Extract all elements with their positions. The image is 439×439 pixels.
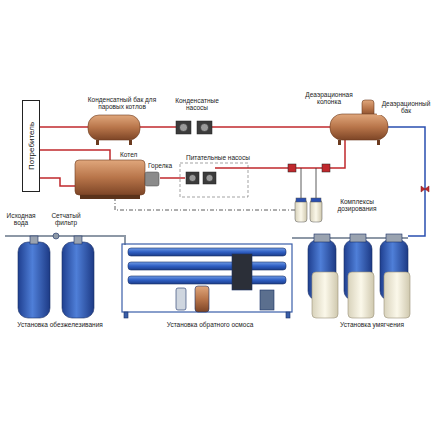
equipment-label: Комплексы дозирования: [328, 198, 386, 213]
softener-tanks-part: [386, 234, 402, 242]
dosing-line-part: [316, 168, 317, 200]
condensate-pumps-part: [197, 121, 212, 134]
dosing-tanks-part: [296, 198, 306, 202]
water-pipe-part: [388, 127, 425, 236]
reverse-osmosis-unit-part: [122, 244, 292, 312]
iron-removal-tanks-part: [30, 236, 38, 244]
equipment-label: Конденсатный бак для паровых котлов: [82, 96, 162, 111]
feed-pumps: [180, 163, 330, 197]
softener-tanks: [308, 234, 410, 318]
iron-removal-tanks-part: [53, 233, 59, 239]
reverse-osmosis-unit-part: [128, 276, 286, 284]
water-pipe: [388, 127, 425, 236]
reverse-osmosis-unit-part: [232, 254, 252, 290]
softener-tanks-part: [348, 272, 374, 318]
feed-pumps-part: [186, 172, 199, 184]
valve-part: [421, 186, 429, 192]
steam-pipes-part: [140, 126, 176, 128]
node-text: Потребитель: [27, 122, 36, 170]
unit-label: Установка обезжелезивания: [2, 321, 118, 328]
feed-pumps-part: [288, 164, 296, 172]
steam-pipes-part: [40, 150, 110, 160]
feed-pumps-part: [206, 175, 213, 182]
softener-tanks-part: [312, 272, 338, 318]
reverse-osmosis-unit-part: [286, 312, 290, 318]
iron-removal-tanks-part: [74, 236, 82, 244]
feed-pumps-part: [203, 172, 216, 184]
iron-removal-tanks-part: [62, 242, 94, 318]
equipment-label: Деаэрационная колонка: [300, 91, 358, 106]
reverse-osmosis-unit-part: [124, 312, 128, 318]
condensate-pumps-part: [176, 121, 191, 134]
reverse-osmosis-unit-part: [128, 262, 286, 270]
deaerator-part: [330, 114, 388, 140]
dosing-tanks-part: [311, 198, 321, 202]
unit-label: Установка обратного осмоса: [145, 321, 275, 328]
feed-pumps-part: [322, 164, 330, 172]
dosing-tanks: [295, 198, 322, 222]
feed-pumps-part: [189, 175, 196, 182]
deaerator-part: [377, 140, 380, 145]
condensate-tank: [88, 115, 140, 145]
deaerator-part: [338, 140, 341, 145]
boiler-part: [80, 195, 140, 199]
condensate-tank-part: [88, 115, 140, 140]
softener-tanks-part: [314, 234, 330, 242]
steam-pipes-part: [40, 178, 75, 186]
unit-label: Установка умягчения: [316, 321, 428, 328]
steam-pipes-part: [212, 126, 330, 128]
condensate-pumps-part: [201, 124, 209, 132]
iron-removal-tanks-part: [18, 242, 50, 318]
reverse-osmosis-unit: [122, 244, 292, 318]
boiler-part: [145, 172, 159, 186]
condensate-pumps: [176, 121, 212, 134]
equipment-label: Деаэрационный бак: [377, 100, 435, 115]
boiler-part: [75, 160, 145, 195]
equipment-label: Конденсатные насосы: [166, 97, 228, 112]
softener-tanks-part: [384, 272, 410, 318]
condensate-tank-part: [129, 140, 132, 145]
equipment-label: Исходная вода: [2, 212, 40, 227]
boiler: [75, 160, 159, 199]
steam-pipes-part: [40, 126, 88, 128]
dosing-tanks-part: [310, 200, 322, 222]
reverse-osmosis-unit-part: [260, 290, 274, 310]
feed-pumps-part: [180, 163, 248, 197]
equipment-label: Питательные насосы: [186, 154, 250, 161]
dosing-line-part: [301, 168, 302, 200]
equipment-label: Горелка: [148, 162, 172, 169]
reverse-osmosis-unit-part: [195, 286, 209, 312]
reverse-osmosis-unit-part: [128, 248, 286, 256]
softener-tanks-part: [350, 234, 366, 242]
consumer-box: Потребитель: [22, 100, 40, 192]
equipment-label: Сетчатый фильтр: [44, 212, 88, 227]
condensate-pumps-part: [180, 124, 188, 132]
dosing-tanks-part: [295, 200, 307, 222]
equipment-label: Котел: [120, 151, 137, 158]
condensate-tank-part: [96, 140, 99, 145]
steam-pipes-part: [160, 177, 185, 179]
reverse-osmosis-unit-part: [176, 288, 186, 310]
valve: [421, 186, 429, 192]
iron-removal-tanks: [18, 233, 94, 318]
